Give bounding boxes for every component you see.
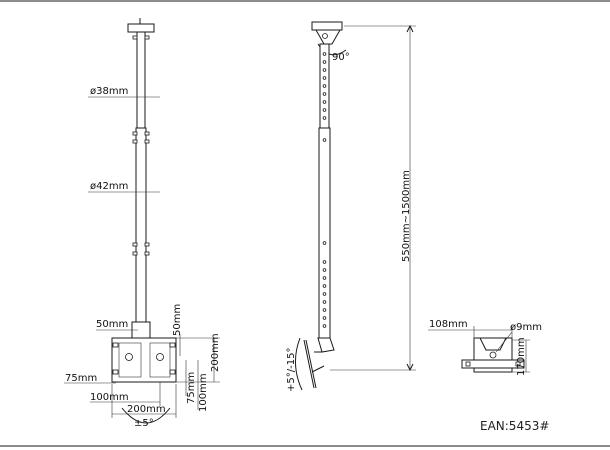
- height-range-label: 550mm~1500mm: [401, 170, 412, 262]
- tube-top-diameter-label: ø38mm: [90, 86, 128, 97]
- plate-height-label: 170mm: [516, 337, 527, 376]
- side-bracket-arms: [311, 351, 325, 373]
- front-tube-bolts: [132, 35, 150, 256]
- side-tube-holes: [322, 52, 327, 328]
- side-tilt-head: [317, 337, 335, 353]
- height-200-label: 200mm: [210, 333, 221, 372]
- front-vesa-left-plate: [118, 342, 142, 378]
- front-view: ø38mm ø42mm 50mm 50mm 200mm 75mm 75mm 10…: [64, 18, 221, 429]
- ean-code-label: EAN:5453#: [480, 419, 549, 433]
- side-tilt-arc: [295, 337, 303, 391]
- ceiling-plate-hole: [489, 351, 497, 359]
- height-75-label: 75mm: [186, 372, 197, 404]
- front-vesa-hole-left: [125, 353, 133, 361]
- front-lower-tube: [135, 127, 147, 327]
- front-swivel-arc: [121, 407, 171, 424]
- side-ceiling-bracket: [311, 21, 343, 31]
- ceiling-tilt-label: 90°: [332, 52, 350, 63]
- width-75-label: 75mm: [65, 373, 97, 384]
- front-vesa-right-plate: [149, 342, 171, 378]
- ceiling-plate-detail: 108mm ø9mm 170mm: [428, 319, 542, 376]
- tube-bottom-diameter-label: ø42mm: [90, 181, 128, 192]
- width-200-label: 200mm: [127, 404, 166, 415]
- side-ceiling-wedge: [315, 29, 341, 45]
- swivel-angle-label: ±5°: [134, 418, 154, 429]
- front-upper-tube: [136, 31, 146, 133]
- front-tilt-joint: [131, 321, 151, 341]
- width-50-label: 50mm: [96, 319, 128, 330]
- ceiling-plate-wedge: [479, 337, 507, 351]
- ceiling-plate-base: [461, 359, 525, 369]
- width-100-label: 100mm: [90, 392, 129, 403]
- side-lower-tube: [318, 127, 331, 339]
- front-vesa-bracket: [111, 337, 177, 383]
- plate-width-label: 108mm: [429, 319, 468, 330]
- side-view: 90°: [286, 21, 416, 392]
- height-50-label: 50mm: [172, 304, 183, 336]
- side-display-bracket: [303, 339, 317, 389]
- hole-diameter-label: ø9mm: [510, 322, 542, 333]
- front-vesa-hole-right: [156, 353, 164, 361]
- front-ceiling-cap: [127, 23, 155, 33]
- tilt-range-label: +5°/-15°: [286, 348, 297, 392]
- height-100-label: 100mm: [198, 373, 209, 412]
